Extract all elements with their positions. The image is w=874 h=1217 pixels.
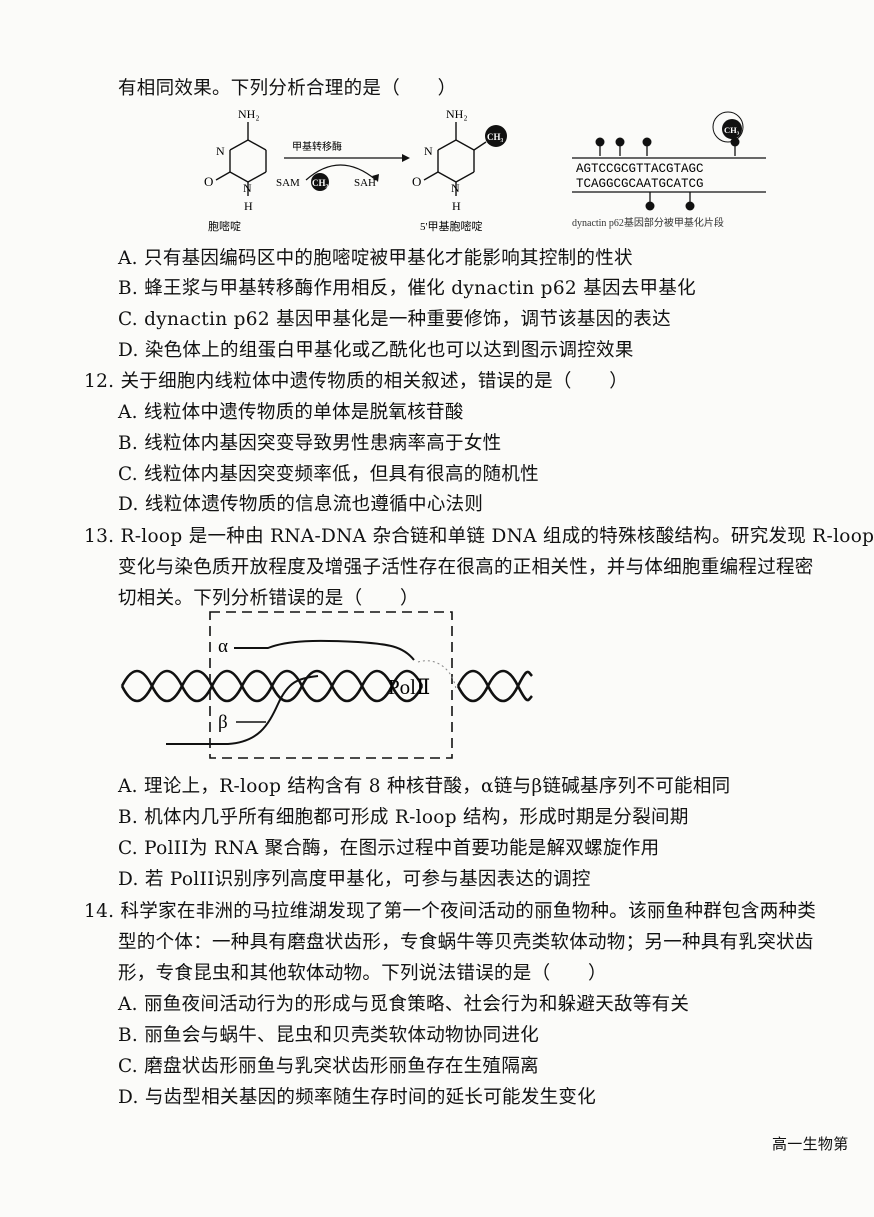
n-right-2: N xyxy=(451,181,460,195)
dna-helix-strand-3 xyxy=(456,669,533,703)
ch3-dna-text: CH₃ xyxy=(724,125,740,135)
q13-option-d: D. 若 PolII识别序列高度甲基化，可参与基因表达的调控 xyxy=(118,869,591,890)
h-left: H xyxy=(244,199,253,213)
dna-bottom-strand: TCAGGCGCAATGCATCG xyxy=(576,177,704,191)
nh2-right: NH₂ xyxy=(446,107,468,121)
reaction-arrowhead xyxy=(402,154,410,162)
q12-option-d: D. 线粒体遗传物质的信息流也遵循中心法则 xyxy=(118,494,484,515)
ch3-circle-dna xyxy=(722,119,742,139)
q12-option-a: A. 线粒体中遗传物质的单体是脱氧核苷酸 xyxy=(118,402,464,423)
page-footer: 高一生物第 xyxy=(772,1135,849,1153)
n-left-1: N xyxy=(216,144,225,158)
q13-stem-line-1: 13. R-loop 是一种由 RNA-DNA 杂合链和单链 DNA 组成的特殊… xyxy=(84,526,874,547)
q11-option-d: D. 染色体上的组蛋白甲基化或乙酰化也可以达到图示调控效果 xyxy=(118,340,634,361)
q12-stem: 12. 关于细胞内线粒体中遗传物质的相关叙述，错误的是（ ） xyxy=(84,371,629,392)
ch3-circle-methyl xyxy=(485,125,507,147)
ch3-highlight-ring xyxy=(712,111,744,143)
enzyme-label: 甲基转移酶 xyxy=(292,140,342,153)
q13-rloop-figure: α β PolⅡ xyxy=(120,611,533,759)
q13-option-a: A. 理论上，R-loop 结构含有 8 种核苷酸，α链与β链碱基序列不可能相同 xyxy=(118,776,731,797)
alpha-strand xyxy=(234,639,415,661)
caption-methylcytosine: 5'甲基胞嘧啶 xyxy=(420,219,482,233)
q13-stem-line-3: 切相关。下列分析错误的是（ ） xyxy=(118,588,419,609)
cofactor-curve xyxy=(305,164,377,181)
q11-option-c: C. dynactin p62 基因甲基化是一种重要修饰，调节该基因的表达 xyxy=(118,309,671,330)
dna-helix-strand-4 xyxy=(456,669,533,703)
q13-option-b: B. 机体内几乎所有细胞都可形成 R-loop 结构，形成时期是分裂间期 xyxy=(118,807,689,828)
q14-stem-line-2: 型的个体：一种具有磨盘状齿形，专食蜗牛等贝壳类软体动物；另一种具有乳突状齿 xyxy=(118,932,814,953)
q14-option-c: C. 磨盘状齿形丽鱼与乳突状齿形丽鱼存在生殖隔离 xyxy=(118,1056,539,1077)
nh2-left: NH₂ xyxy=(238,107,260,121)
q11-stem-end: 有相同效果。下列分析合理的是（ ） xyxy=(118,78,457,99)
q12-option-b: B. 线粒体内基因突变导致男性患病率高于女性 xyxy=(118,433,502,454)
beta-label: β xyxy=(218,712,228,733)
q14-stem-line-3: 形，专食昆虫和其他软体动物。下列说法错误的是（ ） xyxy=(118,963,607,984)
q14-option-b: B. 丽鱼会与蜗牛、昆虫和贝壳类软体动物协同进化 xyxy=(118,1025,540,1046)
caption-cytosine: 胞嘧啶 xyxy=(208,219,241,233)
o-left: O xyxy=(204,174,213,189)
o-right: O xyxy=(412,174,421,189)
sah-label: SAH xyxy=(354,177,376,189)
q14-option-a: A. 丽鱼夜间活动行为的形成与觅食策略、社会行为和躲避天敌等有关 xyxy=(118,994,690,1015)
dna-top-strand: AGTCCGCGTTACGTAGC xyxy=(576,162,704,176)
q11-methylation-figure: NH₂ O N N H 胞嘧啶 甲基转移酶 SAM CH₃ SAH CH₃ NH… xyxy=(204,107,766,233)
ch3-circle-sam xyxy=(311,173,329,191)
ch3-sam-text: CH₃ xyxy=(312,178,329,188)
q14-option-d: D. 与齿型相关基因的频率随生存时间的延长可能发生变化 xyxy=(118,1087,597,1108)
n-left-2: N xyxy=(243,181,252,195)
methylcytosine-structure xyxy=(423,122,487,196)
beta-strand xyxy=(166,675,319,745)
ch3-methyl-text: CH₃ xyxy=(487,132,504,142)
q13-stem-line-2: 变化与染色质开放程度及增强子活性存在很高的正相关性，并与体细胞重编程过程密 xyxy=(118,557,814,578)
q11-option-b: B. 蜂王浆与甲基转移酶作用相反，催化 dynactin p62 基因去甲基化 xyxy=(118,278,696,299)
alpha-label: α xyxy=(218,636,228,657)
h-right: H xyxy=(452,199,461,213)
q12-option-c: C. 线粒体内基因突变频率低，但具有很高的随机性 xyxy=(118,464,539,485)
rloop-dashed-box xyxy=(209,611,453,759)
caption-dna: dynactin p62基因部分被甲基化片段 xyxy=(572,216,724,229)
q14-stem-line-1: 14. 科学家在非洲的马拉维湖发现了第一个夜间活动的丽鱼物种。该丽鱼种群包含两种… xyxy=(84,901,817,922)
dna-helix-strand-2 xyxy=(120,669,424,703)
q13-option-c: C. PolII为 RNA 聚合酶，在图示过程中首要功能是解双螺旋作用 xyxy=(118,838,660,859)
q11-option-a: A. 只有基因编码区中的胞嘧啶被甲基化才能影响其控制的性状 xyxy=(118,248,633,269)
cytosine-structure xyxy=(215,122,267,196)
sam-label: SAM xyxy=(276,177,300,189)
polii-label: PolⅡ xyxy=(388,675,430,699)
n-right-1: N xyxy=(424,144,433,158)
